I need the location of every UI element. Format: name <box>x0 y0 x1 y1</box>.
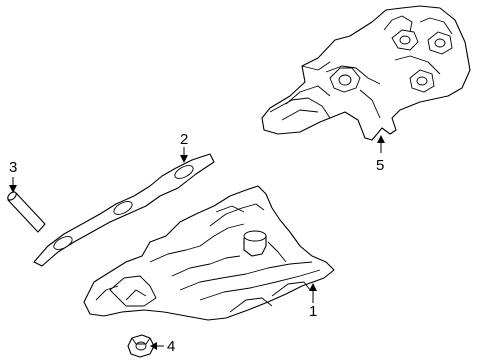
gasket-part-2 <box>33 153 215 267</box>
callout-3-label: 3 <box>9 159 17 176</box>
leader-lines <box>9 135 385 350</box>
callout-1-label: 1 <box>309 303 317 320</box>
callout-4-label: 4 <box>167 338 175 355</box>
stud-part-3 <box>7 191 46 233</box>
nut-part-4 <box>127 334 155 358</box>
heat-shield-part-5 <box>261 5 471 141</box>
exhaust-manifold-part-1 <box>83 185 335 321</box>
callout-2-label: 2 <box>180 131 188 148</box>
callout-5-label: 5 <box>376 157 384 174</box>
